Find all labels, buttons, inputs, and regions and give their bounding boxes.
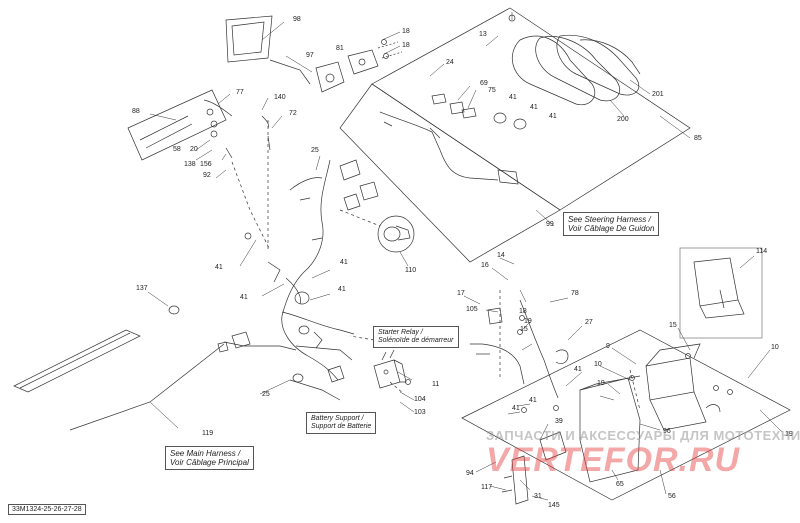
grommet-137 bbox=[168, 305, 180, 315]
leader-lines bbox=[147, 12, 783, 501]
callout-41: 41 bbox=[215, 264, 223, 271]
callout-41: 41 bbox=[509, 94, 517, 101]
callout-19: 19 bbox=[597, 380, 605, 387]
callout-15: 15 bbox=[520, 326, 528, 333]
callout-11: 11 bbox=[432, 381, 440, 388]
callout-78: 78 bbox=[571, 290, 579, 297]
callout-117: 117 bbox=[481, 484, 493, 491]
callout-140: 140 bbox=[274, 94, 286, 101]
callout-99: 99 bbox=[546, 221, 554, 228]
note-main-harness: See Main Harness / Voir Câblage Principa… bbox=[165, 446, 254, 470]
battery-and-box bbox=[501, 343, 721, 505]
callout-9: 9 bbox=[606, 343, 610, 350]
callout-94: 94 bbox=[466, 470, 474, 477]
steering-harness-frame bbox=[339, 83, 561, 263]
adhesive-strip bbox=[13, 329, 141, 393]
fasteners bbox=[244, 14, 733, 413]
callout-58: 58 bbox=[173, 146, 181, 153]
gauge-cluster bbox=[511, 34, 641, 106]
callout-75: 75 bbox=[488, 87, 496, 94]
callout-41: 41 bbox=[340, 259, 348, 266]
callout-17: 17 bbox=[457, 290, 465, 297]
main-harness bbox=[69, 159, 379, 431]
callout-138: 138 bbox=[184, 161, 196, 168]
note-line: Battery Support / bbox=[311, 415, 364, 422]
callout-41: 41 bbox=[529, 397, 537, 404]
small-parts-upper bbox=[203, 99, 271, 159]
callout-15: 15 bbox=[669, 322, 677, 329]
callout-41: 41 bbox=[338, 286, 346, 293]
callout-18: 18 bbox=[402, 28, 410, 35]
callout-69: 69 bbox=[480, 80, 488, 87]
callout-119: 119 bbox=[202, 430, 214, 437]
handlebar-switch-cover bbox=[225, 15, 311, 85]
callout-110: 110 bbox=[405, 267, 417, 274]
callout-18: 18 bbox=[519, 308, 527, 315]
callout-20: 20 bbox=[190, 146, 198, 153]
callout-41: 41 bbox=[512, 405, 520, 412]
note-line: See Main Harness / bbox=[170, 449, 241, 458]
note-steering-harness: See Steering Harness / Voir Câblage De G… bbox=[563, 212, 660, 236]
dashed-leaders bbox=[231, 120, 641, 411]
note-line: Solénoïde de démarreur bbox=[378, 337, 454, 344]
note-battery-support: Battery Support / Support de Batterie bbox=[306, 412, 377, 434]
watermark-tagline: ЗАПЧАСТИ И АКСЕССУАРЫ ДЛЯ МОТОТЕХНИКИ bbox=[486, 428, 800, 443]
callout-105: 105 bbox=[466, 306, 478, 313]
callout-72: 72 bbox=[289, 110, 297, 117]
callout-92: 92 bbox=[203, 172, 211, 179]
note-starter-relay: Starter Relay / Solénoïde de démarreur bbox=[373, 326, 459, 348]
document-id: 33M1324-25-26-27-28 bbox=[8, 504, 86, 515]
callout-65: 65 bbox=[616, 481, 624, 488]
callout-97: 97 bbox=[306, 52, 314, 59]
callout-137: 137 bbox=[136, 285, 148, 292]
callout-200: 200 bbox=[617, 116, 629, 123]
callout-18: 18 bbox=[402, 42, 410, 49]
callout-85: 85 bbox=[694, 135, 702, 142]
callout-14: 14 bbox=[497, 252, 505, 259]
callout-88: 88 bbox=[132, 108, 140, 115]
fuse-holder-frame bbox=[127, 89, 227, 161]
callout-19: 19 bbox=[524, 318, 532, 325]
callout-145: 145 bbox=[548, 502, 560, 509]
callout-81: 81 bbox=[336, 45, 344, 52]
note-line: Support de Batterie bbox=[311, 423, 372, 430]
callout-98: 98 bbox=[293, 16, 301, 23]
callout-41: 41 bbox=[240, 294, 248, 301]
callout-103: 103 bbox=[414, 409, 426, 416]
callout-41: 41 bbox=[574, 366, 582, 373]
callout-77: 77 bbox=[236, 89, 244, 96]
note-line: Voir Câblage Principal bbox=[170, 458, 249, 467]
callout-104: 104 bbox=[414, 396, 426, 403]
battery-cables bbox=[470, 299, 569, 399]
steering-harness bbox=[379, 93, 527, 185]
callout-41: 41 bbox=[549, 113, 557, 120]
callout-201: 201 bbox=[652, 91, 664, 98]
callout-10: 10 bbox=[594, 361, 602, 368]
callout-39: 39 bbox=[555, 418, 563, 425]
watermark-logo: VERTEFOR.RU bbox=[486, 441, 741, 479]
note-line: Starter Relay / bbox=[378, 329, 423, 336]
callout-19: 19 bbox=[785, 431, 793, 438]
switch-housing bbox=[315, 41, 403, 93]
callout-96: 96 bbox=[663, 428, 671, 435]
callout-41: 41 bbox=[530, 104, 538, 111]
callout-24: 24 bbox=[446, 59, 454, 66]
note-line: Voir Câblage De Guidon bbox=[568, 224, 655, 233]
callout-10: 10 bbox=[771, 344, 779, 351]
battery-support-detail bbox=[679, 247, 763, 339]
callout-27: 27 bbox=[585, 319, 593, 326]
callout-13: 13 bbox=[479, 31, 487, 38]
battery-tray-frame bbox=[461, 329, 791, 501]
callout-56: 56 bbox=[668, 493, 676, 500]
callout-114: 114 bbox=[756, 248, 768, 255]
horn-110 bbox=[377, 215, 415, 253]
callout-31: 31 bbox=[534, 493, 542, 500]
callout-16: 16 bbox=[481, 262, 489, 269]
callout-25: 25 bbox=[262, 391, 270, 398]
note-line: See Steering Harness / bbox=[568, 215, 651, 224]
callout-156: 156 bbox=[200, 161, 212, 168]
starter-relay bbox=[373, 349, 407, 389]
callout-25: 25 bbox=[311, 147, 319, 154]
